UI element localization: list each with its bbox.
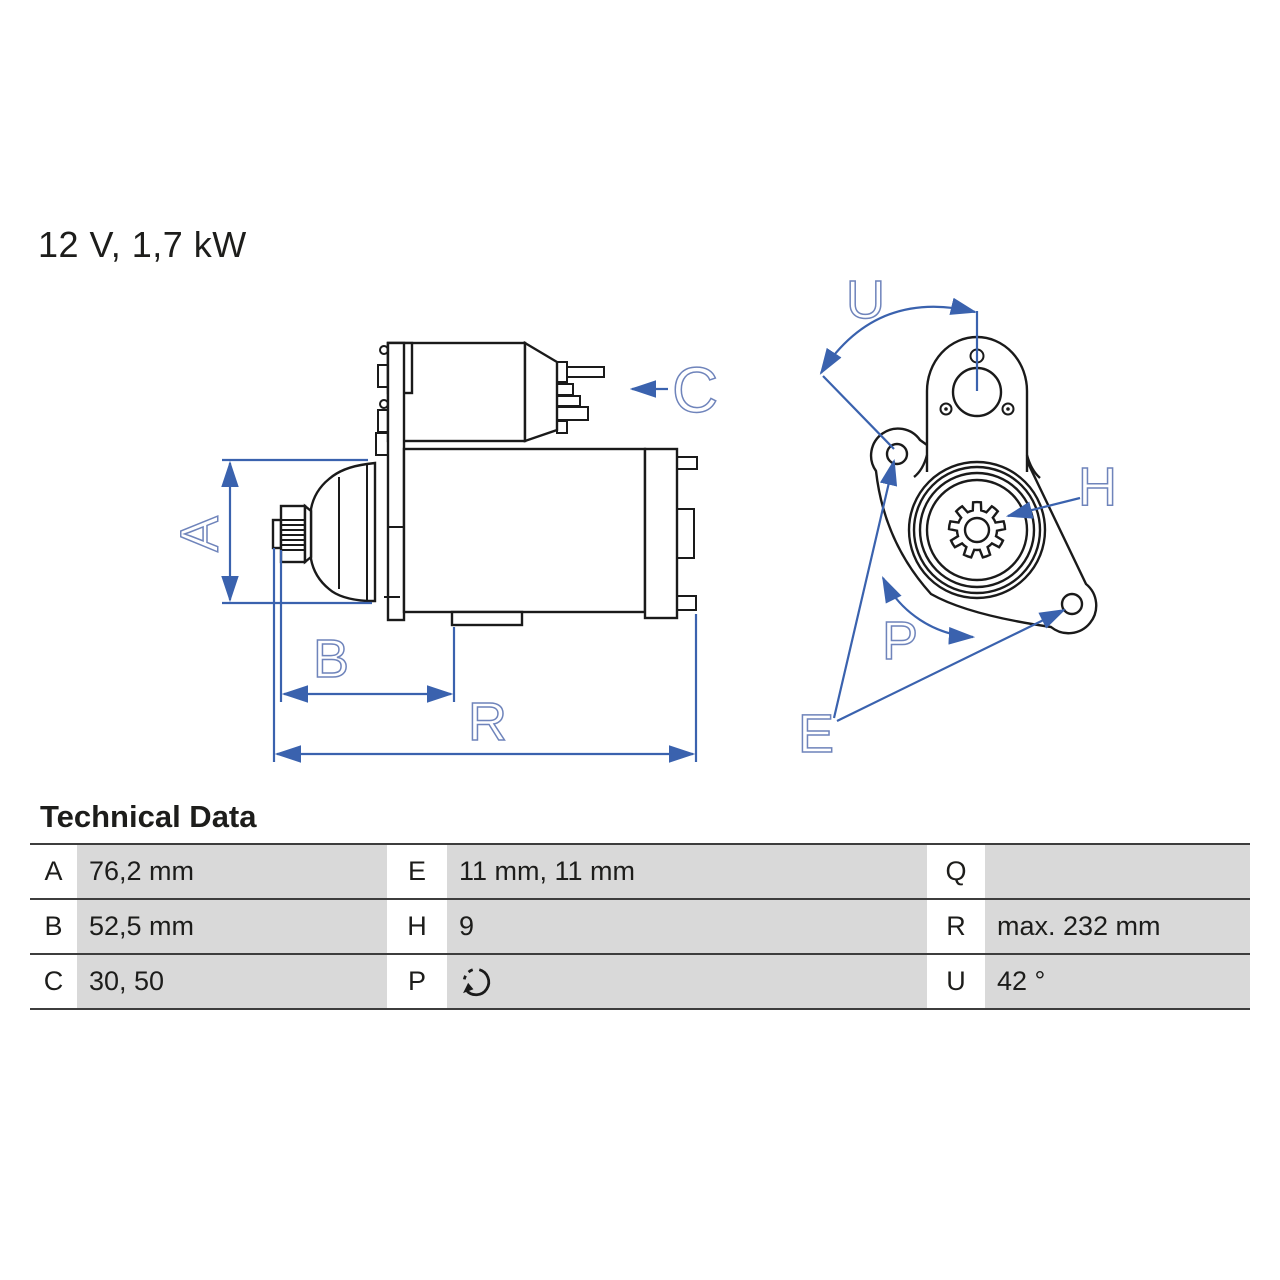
param-value: 11 mm, 11 mm (447, 845, 927, 898)
param-key: U (927, 955, 985, 1008)
technical-data-table: A 76,2 mm E 11 mm, 11 mm Q B 52,5 mm H 9… (30, 843, 1250, 1010)
rotation-direction-icon (462, 967, 491, 996)
mounting-flange-side (375, 341, 414, 622)
bolt-hole-lower-right (1060, 592, 1084, 616)
label-B: B (313, 629, 349, 689)
front-view: U H P E (797, 269, 1118, 765)
solenoid-terminals (556, 361, 605, 434)
param-value: 42 ° (985, 955, 1250, 1008)
motor-housing (402, 447, 647, 614)
bearing-rings (907, 460, 1047, 600)
param-value (985, 845, 1250, 898)
dimension-E: E (797, 458, 1066, 765)
dimension-B: B (279, 550, 456, 703)
param-key: Q (927, 845, 985, 898)
param-key: R (927, 900, 985, 953)
dimension-R: R (272, 548, 698, 763)
label-E: E (798, 704, 834, 764)
param-key: A (30, 845, 77, 898)
param-value: 52,5 mm (77, 900, 387, 953)
shaft-hole (963, 516, 991, 544)
param-key: P (387, 955, 447, 1008)
mounting-foot (450, 610, 524, 627)
side-view: A B R C (169, 340, 719, 763)
label-A: A (170, 516, 230, 552)
param-key: C (30, 955, 77, 1008)
param-value: 30, 50 (77, 955, 387, 1008)
voltage-power-rating: 12 V, 1,7 kW (38, 224, 247, 265)
dimension-U: U (819, 269, 979, 450)
label-H: H (1078, 457, 1117, 517)
dimension-H: H (1005, 456, 1118, 519)
param-value: max. 232 mm (985, 900, 1250, 953)
param-value: 76,2 mm (77, 845, 387, 898)
starter-motor-technical-drawing: A B R C (169, 269, 1118, 765)
technical-data-heading: Technical Data (40, 799, 257, 834)
end-cap (643, 447, 698, 620)
drive-end-housing (309, 461, 377, 603)
table-row: B 52,5 mm H 9 R max. 232 mm (30, 900, 1250, 955)
table-row: A 76,2 mm E 11 mm, 11 mm Q (30, 845, 1250, 900)
param-key: B (30, 900, 77, 953)
label-R: R (468, 692, 507, 752)
param-key: E (387, 845, 447, 898)
pinion-gear-side (271, 503, 313, 565)
table-row: C 30, 50 P U 42 ° (30, 955, 1250, 1010)
view-direction-C: C (629, 353, 719, 427)
label-P: P (882, 611, 918, 671)
solenoid-taper (523, 340, 559, 443)
pinion-gear-front (947, 500, 1007, 559)
param-key: H (387, 900, 447, 953)
dimension-A: A (169, 458, 372, 605)
bolt-hole-upper-left (885, 442, 909, 466)
param-value: 9 (447, 900, 927, 953)
dimension-P: P (881, 576, 976, 672)
param-value (447, 955, 927, 1008)
label-U: U (846, 270, 885, 330)
label-C: C (672, 354, 718, 426)
